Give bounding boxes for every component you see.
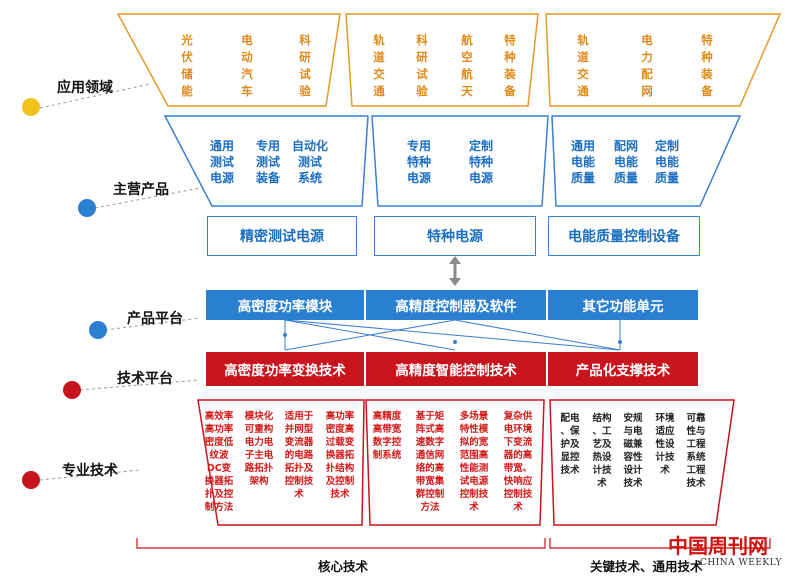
leader-line-application	[39, 83, 151, 109]
dot-products	[78, 199, 96, 217]
product-trapezoid-3	[551, 115, 742, 207]
core-trapezoid-1	[197, 399, 365, 526]
dot-tech	[63, 381, 81, 399]
application-trapezoid-2	[345, 13, 539, 107]
leader-line-professional	[39, 469, 141, 481]
label-tech-platform: 技术平台	[117, 371, 173, 387]
product-col-8: 定制 电能 质量	[654, 139, 679, 185]
platform-controller-software: 高精度控制器及软件	[366, 290, 546, 320]
core-tech-col-8: 复杂供 电环境 下变流 器的高 带宽、 快响应 控制技 术	[503, 411, 533, 513]
connector-line-3	[284, 319, 456, 351]
application-col-10: 特 种 装 备	[701, 33, 713, 98]
connector-node-2	[453, 340, 457, 344]
application-col-6: 航 空 航 天	[461, 33, 473, 98]
connector-node-1	[283, 333, 287, 337]
application-trapezoid-1	[116, 13, 341, 107]
product-col-2: 专用 测试 装备	[255, 139, 280, 185]
application-col-2: 电 动 汽 车	[241, 33, 253, 98]
product-col-4: 专用 特种 电源	[406, 139, 431, 185]
product-trapezoid-2	[371, 115, 549, 207]
key-tech-col-3: 安规 与电 磁兼 容性 设计 技术	[623, 413, 643, 489]
application-col-4: 轨 道 交 通	[373, 33, 385, 98]
label-professional: 专业技术	[62, 463, 118, 479]
core-tech-col-4: 高功率 密度高 过载变 换器拓 扑结构 及控制 技术	[325, 411, 355, 500]
dot-application	[22, 98, 40, 116]
application-col-9: 电 力 配 网	[641, 33, 653, 98]
arrow-head-up-icon	[449, 256, 461, 264]
product-col-6: 通用 电能 质量	[570, 139, 595, 185]
label-products: 主营产品	[113, 182, 169, 198]
application-col-7: 特 种 装 备	[504, 33, 516, 98]
leader-line-platform	[104, 317, 201, 331]
arrow-head-down-icon	[449, 278, 461, 286]
key-trapezoid	[549, 399, 735, 526]
label-application: 应用领域	[57, 80, 113, 96]
tech-productization-support: 产品化支撑技术	[548, 352, 698, 386]
category-precision-test-power: 精密测试电源	[207, 216, 357, 256]
product-col-3: 自动化 测试 系统	[291, 139, 328, 185]
core-tech-col-3: 适用于 并网型 变流器 的电路 拓扑及 控制技 术	[284, 411, 314, 500]
watermark-logo: 中国周刊网	[668, 534, 768, 558]
leader-line-tech	[79, 379, 201, 391]
core-bracket	[136, 538, 546, 549]
dot-platform	[89, 321, 107, 339]
application-col-1: 光 伏 储 能	[181, 33, 193, 98]
key-tech-col-2: 结构 、工 艺及 热设 计技 术	[592, 413, 612, 489]
platform-power-module: 高密度功率模块	[206, 290, 364, 320]
connector-node-3	[618, 340, 622, 344]
product-col-7: 配网 电能 质量	[613, 139, 638, 185]
key-bracket	[549, 538, 771, 549]
core-trapezoid-2	[365, 399, 545, 526]
core-tech-col-7: 多场景 特性模 拟的宽 范围高 性能测 试电源 控制技 术	[459, 411, 489, 513]
application-trapezoid-3	[545, 13, 782, 107]
platform-other-units: 其它功能单元	[548, 290, 698, 320]
category-power-quality-device: 电能质量控制设备	[548, 216, 700, 256]
product-col-5: 定制 特种 电源	[468, 139, 493, 185]
watermark-subtitle: CHINA WEEKLY	[700, 558, 782, 568]
product-col-1: 通用 测试 电源	[209, 139, 234, 185]
product-trapezoid-1	[163, 115, 369, 207]
application-col-8: 轨 道 交 通	[577, 33, 589, 98]
tech-power-conversion: 高密度功率变换技术	[206, 352, 364, 386]
category-special-power: 特种电源	[374, 216, 536, 256]
core-tech-col-1: 高效率 高功率 密度低 纹波 DC变 换器拓 扑及控 制方法	[204, 411, 234, 513]
tech-intelligent-control: 高精度智能控制技术	[366, 352, 546, 386]
core-tech-col-6: 基于矩 阵式高 速数字 通信网 络的高 带宽集 群控制 方法	[415, 411, 445, 513]
connector-line-4	[284, 319, 621, 351]
label-key-tech: 关键技术、通用技术	[590, 559, 703, 574]
label-core-tech: 核心技术	[318, 559, 369, 574]
key-tech-col-1: 配电 、保 护及 显控 技术	[560, 413, 580, 476]
core-tech-col-2: 模块化 可重构 电力电 子主电 路拓扑 架构	[244, 411, 274, 487]
application-col-3: 科 研 试 验	[299, 33, 311, 98]
key-tech-col-4: 环境 适应 性设 计技 术	[655, 413, 675, 476]
label-platform: 产品平台	[127, 311, 183, 327]
key-tech-col-5: 可靠 性与 工程 系统 工程 技术	[686, 413, 706, 489]
connector-line-2	[454, 319, 621, 351]
core-tech-col-5: 高精度 高带宽 数字控 制系统	[372, 411, 402, 461]
application-col-5: 科 研 试 验	[416, 33, 428, 98]
dot-professional	[22, 471, 40, 489]
